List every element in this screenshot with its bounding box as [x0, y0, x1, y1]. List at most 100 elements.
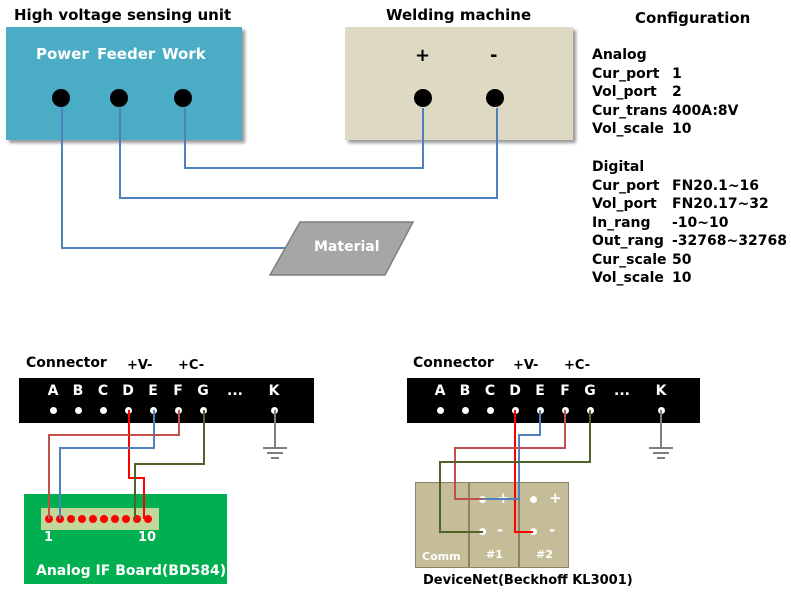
wire-work-to-plus	[184, 108, 424, 169]
pin-label: C	[97, 383, 109, 399]
pin-dot	[75, 407, 82, 414]
pin-label: ...	[614, 383, 630, 399]
wire-feeder-to-minus	[119, 108, 498, 199]
module-comm-label: Comm	[422, 550, 461, 563]
wm-label-plus: +	[415, 45, 431, 66]
connector-right-polarity-c: +C-	[564, 358, 591, 373]
pin-dot	[487, 407, 494, 414]
pin-label: C	[484, 383, 496, 399]
if-terminal-dot	[100, 515, 108, 523]
if-board-label: Analog IF Board(BD584)	[36, 563, 227, 579]
terminal-power	[52, 89, 70, 107]
wire-power-to-material	[61, 108, 300, 249]
if-terminal-dot	[89, 515, 97, 523]
terminal-wm-minus	[486, 89, 504, 107]
material-shape	[268, 221, 415, 276]
pin-label: F	[173, 383, 183, 399]
pin-dot	[175, 407, 182, 414]
config-title: Configuration	[635, 9, 751, 27]
welding-machine-title: Welding machine	[386, 6, 532, 24]
module-1-plus-label: +	[497, 489, 510, 507]
pin-dot	[658, 407, 665, 414]
pin-label: A	[434, 383, 446, 399]
pin-label: E	[148, 383, 158, 399]
pin-label: E	[535, 383, 545, 399]
terminal-feeder	[110, 89, 128, 107]
pin-label: A	[47, 383, 59, 399]
connector-left-polarity-c: +C-	[178, 358, 205, 373]
pin-label: D	[122, 383, 134, 399]
module-2-label: #2	[536, 548, 553, 561]
hv-label-feeder: Feeder	[97, 45, 156, 63]
if-terminal-dot	[133, 515, 141, 523]
pin-label: B	[72, 383, 84, 399]
pin-label: ...	[227, 383, 243, 399]
if-terminal-dot	[111, 515, 119, 523]
pin-label: B	[459, 383, 471, 399]
module-1-minus-label: -	[497, 521, 504, 539]
pin-label: F	[560, 383, 570, 399]
kl-terminal-dot	[479, 528, 486, 535]
if-terminal-dot	[122, 515, 130, 523]
kl-terminal-dot	[530, 496, 537, 503]
connector-right-polarity-v: +V-	[513, 358, 539, 373]
kl-terminal-dot	[479, 496, 486, 503]
config-analog-heading: Analog	[592, 47, 647, 63]
if-terminal-dot	[67, 515, 75, 523]
pin-dot	[512, 407, 519, 414]
module-1-label: #1	[486, 548, 503, 561]
if-terminal-dot	[144, 515, 152, 523]
pin-dot	[50, 407, 57, 414]
pin-label: D	[509, 383, 521, 399]
pin-dot	[437, 407, 444, 414]
wm-label-minus: -	[490, 45, 498, 66]
hv-sensing-unit: Power Feeder Work	[6, 27, 242, 140]
terminal-work	[174, 89, 192, 107]
connector-left-title: Connector	[26, 355, 107, 371]
pin-dot	[271, 407, 278, 414]
pin-label: K	[268, 383, 280, 399]
pin-dot	[100, 407, 107, 414]
connector-left-strip: A B C D E F G ... K	[19, 378, 314, 423]
pin-dot	[537, 407, 544, 414]
pin-dot	[150, 407, 157, 414]
pin-dot	[200, 407, 207, 414]
pin-label: G	[584, 383, 596, 399]
hv-unit-title: High voltage sensing unit	[14, 6, 232, 24]
pin-label: G	[197, 383, 209, 399]
kl-terminal-dot	[530, 528, 537, 535]
if-board-end-label: 10	[138, 530, 157, 545]
if-terminal-dot	[78, 515, 86, 523]
if-terminal-dot	[45, 515, 53, 523]
connector-left-polarity-v: +V-	[127, 358, 153, 373]
hv-label-work: Work	[162, 45, 206, 63]
connector-right-strip: A B C D E F G ... K	[407, 378, 700, 423]
pin-dot	[562, 407, 569, 414]
devicenet-label: DeviceNet(Beckhoff KL3001)	[423, 573, 633, 588]
if-board-start-label: 1	[44, 530, 54, 545]
terminal-wm-plus	[414, 89, 432, 107]
config-row: Out_rang-32768~32768	[592, 233, 787, 249]
pin-dot	[587, 407, 594, 414]
material-label: Material	[314, 239, 380, 255]
module-2-plus-label: +	[549, 489, 562, 507]
config-row: In_rang-10~10	[592, 214, 729, 231]
if-terminal-dot	[56, 515, 64, 523]
connector-right-title: Connector	[413, 355, 494, 371]
welding-machine: + -	[345, 27, 573, 140]
module-2-minus-label: -	[549, 521, 556, 539]
pin-label: K	[655, 383, 667, 399]
hv-label-power: Power	[36, 45, 89, 63]
pin-dot	[462, 407, 469, 414]
